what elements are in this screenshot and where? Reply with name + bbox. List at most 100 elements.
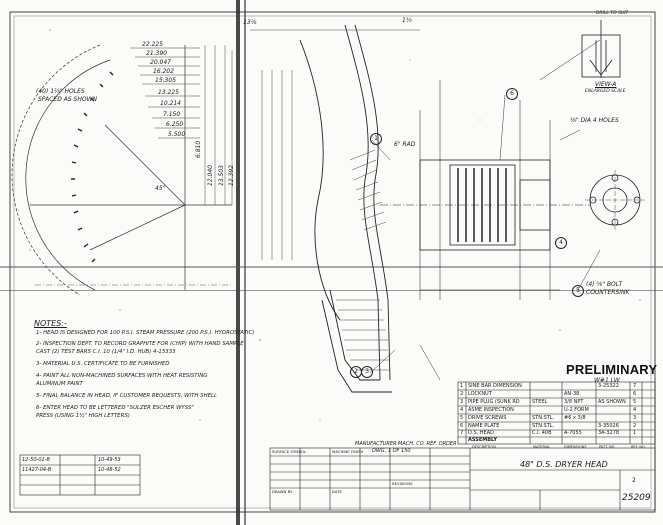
bom-spec: #6 x 3/8: [564, 415, 586, 421]
bom-mat: STN.STL.: [532, 415, 555, 421]
bom-desc: DRIVE SCREWS: [468, 415, 507, 421]
callout-3: 3: [361, 366, 373, 378]
view-a-label: VIEW-A: [595, 81, 617, 88]
callout-6: 6: [506, 88, 518, 100]
holes-note-1: (40) 1⅔" HOLES: [36, 88, 85, 95]
hub-section-view: [380, 39, 601, 300]
view-a-note: DRILL TO SUIT: [596, 11, 629, 16]
dim-stack-9: 5.500: [168, 131, 186, 138]
drawn-by-label: DRAWN BY: [272, 489, 293, 494]
bom-header: REF. NO.: [631, 445, 646, 449]
bom-item: 4: [460, 407, 464, 413]
title-block-grid: [19, 447, 656, 511]
dim-stack-5: 13.225: [158, 89, 179, 96]
machine-finish-label: MACHINE FINISH: [332, 449, 364, 454]
dim-stack-3: 16.202: [153, 68, 174, 75]
rev-date: 10-49-53: [98, 457, 121, 463]
bom-no: 3-25322: [598, 383, 619, 389]
flange-note: ⅛" DIA 4 HOLES: [570, 117, 619, 124]
dim-stack-4: 15.305: [155, 77, 176, 84]
bom-qty: 6: [633, 391, 637, 397]
dim-stack-7: 7.150: [163, 111, 181, 118]
bom-item: 1: [460, 383, 464, 389]
bom-desc: ASME INSPECTION: [468, 407, 514, 413]
flange-bolt-circle: [585, 170, 645, 230]
view-a-scale: ENLARGED SCALE: [585, 89, 626, 94]
dim-vertical-1: 12.040: [207, 165, 214, 186]
bom-spec: U-2 FORM: [564, 407, 589, 413]
bom-qty: 1: [633, 430, 637, 436]
dim-stack-6: 10.214: [160, 100, 181, 107]
drawing-title: 48" D.S. DRYER HEAD: [520, 460, 608, 469]
note-line: 1- HEAD IS DESIGNED FOR 100 P.S.I. STEAM…: [36, 330, 255, 336]
callout-5: 5: [572, 285, 584, 297]
note-line: PRESS (USING 1½" HIGH LETTERS): [36, 413, 130, 419]
rev-ref: 11427-04-B: [22, 467, 52, 473]
bom-spec: A-7055: [564, 430, 582, 436]
note-line: ALUMINUM PAINT: [36, 381, 83, 387]
dim-stack-8: 6.250: [166, 121, 184, 128]
weld-note-1: (4) ⅝" BOLT: [586, 281, 623, 288]
bom-desc: LOCKNUT: [468, 391, 492, 397]
bom-item: 2: [460, 391, 464, 397]
bom-no: 3A-3278: [598, 430, 620, 436]
sheet-number: 2: [632, 477, 636, 484]
bom-spec: AN-38: [564, 391, 580, 397]
note-line: 3- MATERIAL U.S. CERTIFICATE TO BE FURNI…: [36, 361, 170, 367]
preliminary-stamp: PRELIMINARY: [566, 362, 658, 377]
note-line: 2- INSPECTION DEPT. TO RECORD GRAPHITE F…: [36, 341, 244, 347]
bom-header: DIMENSIONS: [564, 445, 587, 449]
section-top-left: 13⅛: [243, 19, 257, 26]
rev-ref: 12-50-01-B: [22, 457, 50, 463]
dim-vertical-2: 13.503: [218, 165, 225, 186]
note-line: CAST (2) TEST BARS C.I. 10 (1/4" I.D. HU…: [36, 349, 176, 355]
bom-no: AS SHOWN: [598, 399, 626, 405]
bom-no: 3-35026: [598, 423, 619, 429]
date-label: DATE: [332, 489, 342, 494]
holes-note-2: SPACED AS SHOWN: [38, 96, 98, 103]
note-line: 5- FINAL BALANCE IN HEAD, IF CUSTOMER RE…: [36, 393, 218, 399]
note-line: 6- ENTER HEAD TO BE LETTERED "SULZER ESC…: [36, 405, 194, 411]
surface-symbol-label: SURFACE SYMBOL: [272, 449, 307, 454]
bom-qty: 2: [633, 423, 637, 429]
bom-desc: SINE BAR DIMENSION: [468, 383, 522, 389]
section-top: 1⅓: [402, 17, 412, 24]
sheet-border: [9, 11, 656, 513]
drawing-number: 25209: [622, 493, 651, 503]
previous-ref: MANUFACTURER MACH. CO. REF. ORDER: [355, 441, 457, 447]
dim-angle: 45°: [155, 185, 166, 192]
bom-item: 3: [460, 399, 464, 405]
bom-desc: NAME PLATE: [468, 423, 500, 429]
bom-qty: 3: [633, 415, 637, 421]
bill-of-materials-grid: [457, 381, 656, 445]
dim-stack-0: 22.225: [142, 41, 163, 48]
bom-header: DESCRIPTION: [472, 445, 496, 449]
dim-stack-2: 20.047: [150, 59, 171, 66]
view-a-detail: [581, 20, 621, 78]
bom-qty: 4: [633, 407, 637, 413]
bom-desc: D.S. HEAD: [468, 430, 494, 436]
bom-spec: 3/8 NPT: [564, 399, 584, 405]
bom-mat: STEEL: [532, 399, 548, 405]
dim-vertical-0: 6.810: [195, 140, 202, 158]
previous-ref-2: DWG. 1 OF 150: [372, 448, 411, 454]
bom-desc: PIPE PLUG (SUNK RD: [468, 399, 520, 405]
section-bend: 6" RAD: [394, 141, 416, 148]
head-section-view: [250, 24, 420, 393]
bom-item: 5: [460, 415, 464, 421]
rev-date: 10-48-52: [98, 467, 121, 473]
bom-mat: C.I. 40B: [532, 430, 552, 436]
note-line: 4- PAINT ALL NON-MACHINED SURFACES WITH …: [36, 373, 208, 379]
weld-note-2: COUNTERSINK: [586, 289, 630, 296]
bom-header: PATT. NO.: [599, 445, 616, 449]
notes-title: NOTES:-: [34, 319, 67, 328]
dim-stack-1: 21.390: [146, 50, 167, 57]
bom-header: MATERIAL: [533, 445, 551, 449]
stamp-initials: W#1 LW: [594, 377, 620, 384]
bom-item: 7: [460, 430, 464, 436]
hole-pattern-view: [11, 44, 233, 296]
bom-desc: ASSEMBLY: [468, 437, 498, 443]
callout-1: 1: [370, 133, 382, 145]
